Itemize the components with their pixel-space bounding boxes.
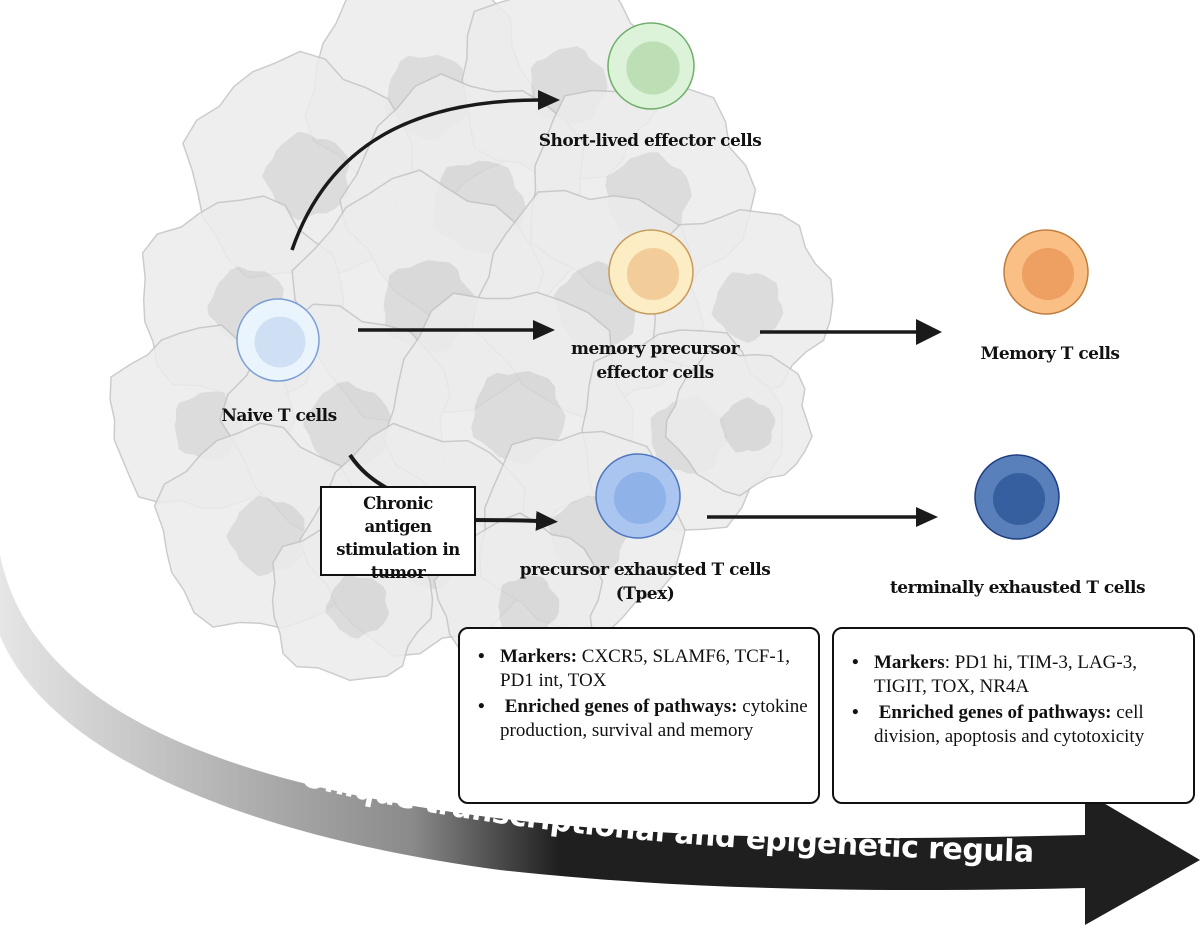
label-memory-precursor-effector: memory precursor effector cells — [545, 337, 765, 385]
cell-nucleus — [613, 471, 667, 525]
label-line: effector cells — [596, 363, 714, 383]
cell-nucleus — [254, 316, 306, 368]
item-heading: Enriched genes of pathways: — [874, 702, 1112, 723]
label-precursor-exhausted: precursor exhausted T cells (Tpex) — [505, 558, 785, 606]
tpex-pathways-item: • Enriched genes of pathways: cytokine p… — [478, 695, 808, 743]
cell-precursor-exhausted — [595, 453, 681, 539]
tpex-markers-item: • Markers: CXCR5, SLAMF6, TCF-1, PD1 int… — [478, 645, 808, 693]
cell-memory-precursor-effector — [608, 229, 694, 315]
chronic-antigen-stimulation-box: Chronic antigen stimulation in tumor — [320, 486, 476, 582]
cell-memory-t — [1003, 229, 1089, 315]
tpex-info-box: • Markers: CXCR5, SLAMF6, TCF-1, PD1 int… — [458, 627, 820, 804]
bullet-icon: • — [478, 646, 485, 667]
cell-terminally-exhausted — [974, 454, 1060, 540]
banner-arrow-body — [0, 555, 1200, 925]
arrow-naive-to-short-lived — [290, 90, 560, 251]
item-text: : PD1 hi, TIM-3, LAG-3, TIGIT, TOX, NR4A — [874, 652, 1137, 697]
tex-markers-item: • Markers: PD1 hi, TIM-3, LAG-3, TIGIT, … — [852, 651, 1183, 699]
item-text: cytokine production, survival and memory — [500, 696, 808, 741]
label-naive-t-cells: Naive T cells — [200, 404, 358, 428]
label-line: precursor exhausted T cells — [519, 560, 771, 580]
label-line: memory precursor — [570, 339, 740, 359]
bullet-icon: • — [852, 652, 859, 673]
item-heading: Enriched genes of pathways: — [500, 696, 738, 717]
box-line: tumor — [370, 563, 426, 582]
tex-pathways-item: • Enriched genes of pathways: cell divis… — [852, 701, 1183, 749]
box-line: stimulation in — [336, 540, 460, 559]
bullet-icon: • — [852, 702, 859, 723]
tpex-info-list: • Markers: CXCR5, SLAMF6, TCF-1, PD1 int… — [474, 645, 808, 743]
tex-info-list: • Markers: PD1 hi, TIM-3, LAG-3, TIGIT, … — [848, 651, 1183, 749]
label-line: Memory T cells — [980, 344, 1120, 364]
label-terminally-exhausted: terminally exhausted T cells — [875, 576, 1160, 600]
cell-naive — [236, 298, 320, 382]
box-line: Chronic antigen — [363, 494, 433, 536]
label-line: Short-lived effector cells — [538, 131, 762, 151]
item-heading: Markers — [874, 652, 945, 673]
item-text: CXCR5, SLAMF6, TCF-1, PD1 int, TOX — [500, 646, 790, 691]
bullet-icon: • — [478, 696, 485, 717]
label-line: Naive T cells — [221, 406, 337, 426]
label-short-lived-effector: Short-lived effector cells — [520, 129, 780, 153]
cell-nucleus — [992, 472, 1046, 526]
item-text: cell division, apoptosis and cytotoxicit… — [874, 702, 1145, 747]
tex-info-box: • Markers: PD1 hi, TIM-3, LAG-3, TIGIT, … — [832, 627, 1195, 804]
label-memory-t-cells: Memory T cells — [960, 342, 1140, 366]
arrow-chronic-box-to-tpex — [469, 510, 558, 531]
cell-nucleus — [1021, 247, 1075, 301]
cell-nucleus — [626, 247, 680, 301]
tumor-cell — [664, 348, 813, 497]
label-line: (Tpex) — [615, 584, 675, 604]
item-heading: Markers: — [500, 646, 578, 667]
cell-short-lived-effector — [607, 22, 695, 110]
cells-layer — [236, 22, 1089, 540]
label-line: terminally exhausted T cells — [889, 578, 1146, 598]
cell-nucleus — [626, 41, 680, 95]
